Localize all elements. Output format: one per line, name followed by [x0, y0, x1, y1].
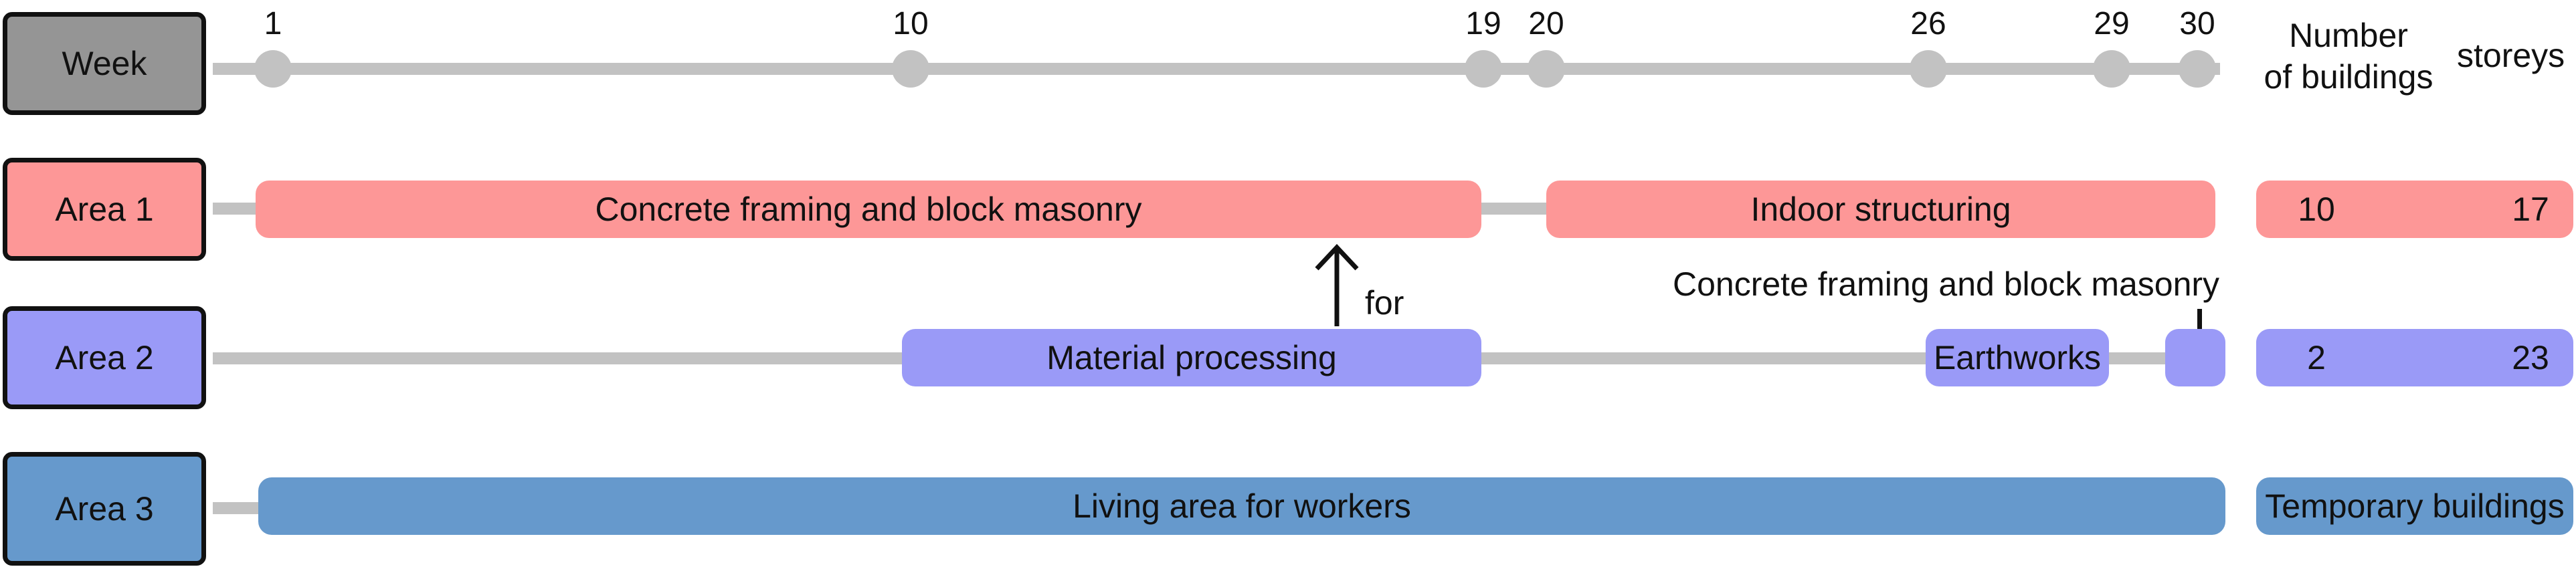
area-2-bar-material-processing: Material processing — [902, 329, 1481, 386]
week-marker-20 — [1528, 50, 1565, 88]
area-3-bar-living-area: Living area for workers — [258, 477, 2225, 535]
week-marker-29 — [2093, 50, 2130, 88]
area-2-bar-concrete-framing — [2165, 329, 2225, 386]
area-2-storeys-count: 23 — [2512, 339, 2549, 376]
area-1-storeys-count: 17 — [2512, 191, 2549, 228]
row-label-area-1: Area 1 — [3, 158, 206, 261]
area-3-summary: Temporary buildings — [2256, 477, 2573, 535]
header-number-of-buildings-line1: Number — [2289, 17, 2408, 54]
week-timeline-track — [213, 63, 2220, 75]
header-storeys: storeys — [2457, 37, 2565, 74]
area-3-track — [213, 502, 266, 514]
area-2-bar-material-processing-label: Material processing — [1046, 339, 1337, 376]
row-label-area-2-text: Area 2 — [55, 339, 154, 376]
arrow-label-for: for — [1365, 284, 1404, 322]
area-2-bar-earthworks: Earthworks — [1926, 329, 2109, 386]
header-number-of-buildings-line2: of buildings — [2264, 58, 2433, 96]
area-2-annotation: Concrete framing and block masonry — [1673, 265, 2220, 303]
area-1-bar-concrete-framing-label: Concrete framing and block masonry — [595, 191, 1142, 228]
area-3-bar-living-area-label: Living area for workers — [1073, 487, 1411, 525]
week-marker-19 — [1465, 50, 1502, 88]
row-label-area-1-text: Area 1 — [55, 191, 154, 228]
area-1-bar-indoor-structuring: Indoor structuring — [1546, 181, 2215, 238]
row-label-area-2: Area 2 — [3, 306, 206, 409]
week-tick-label: 30 — [2179, 6, 2215, 41]
week-tick-label: 20 — [1528, 6, 1564, 41]
week-tick-label: 19 — [1465, 6, 1501, 41]
week-marker-26 — [1910, 50, 1947, 88]
week-tick-label: 26 — [1910, 6, 1946, 41]
area-2-annotation-leader — [2197, 309, 2202, 329]
week-marker-30 — [2179, 50, 2216, 88]
row-label-week: Week — [3, 12, 206, 115]
week-marker-1 — [254, 50, 292, 88]
row-label-week-text: Week — [62, 45, 147, 82]
area-2-bar-earthworks-label: Earthworks — [1933, 339, 2102, 376]
week-marker-10 — [892, 50, 929, 88]
week-tick-label: 29 — [2094, 6, 2130, 41]
area-1-buildings-count: 10 — [2298, 191, 2335, 228]
row-label-area-3: Area 3 — [3, 452, 206, 566]
area-1-bar-concrete-framing: Concrete framing and block masonry — [256, 181, 1481, 238]
row-label-area-3-text: Area 3 — [55, 490, 154, 528]
area-3-temporary-buildings: Temporary buildings — [2265, 487, 2565, 525]
week-tick-label: 10 — [893, 6, 929, 41]
area-2-summary: 2 23 — [2256, 329, 2573, 386]
area-1-bar-indoor-structuring-label: Indoor structuring — [1750, 191, 2011, 228]
area-2-buildings-count: 2 — [2307, 339, 2326, 376]
week-tick-label: 1 — [264, 6, 282, 41]
up-arrow-icon — [1315, 243, 1359, 326]
area-1-summary: 10 17 — [2256, 181, 2573, 238]
